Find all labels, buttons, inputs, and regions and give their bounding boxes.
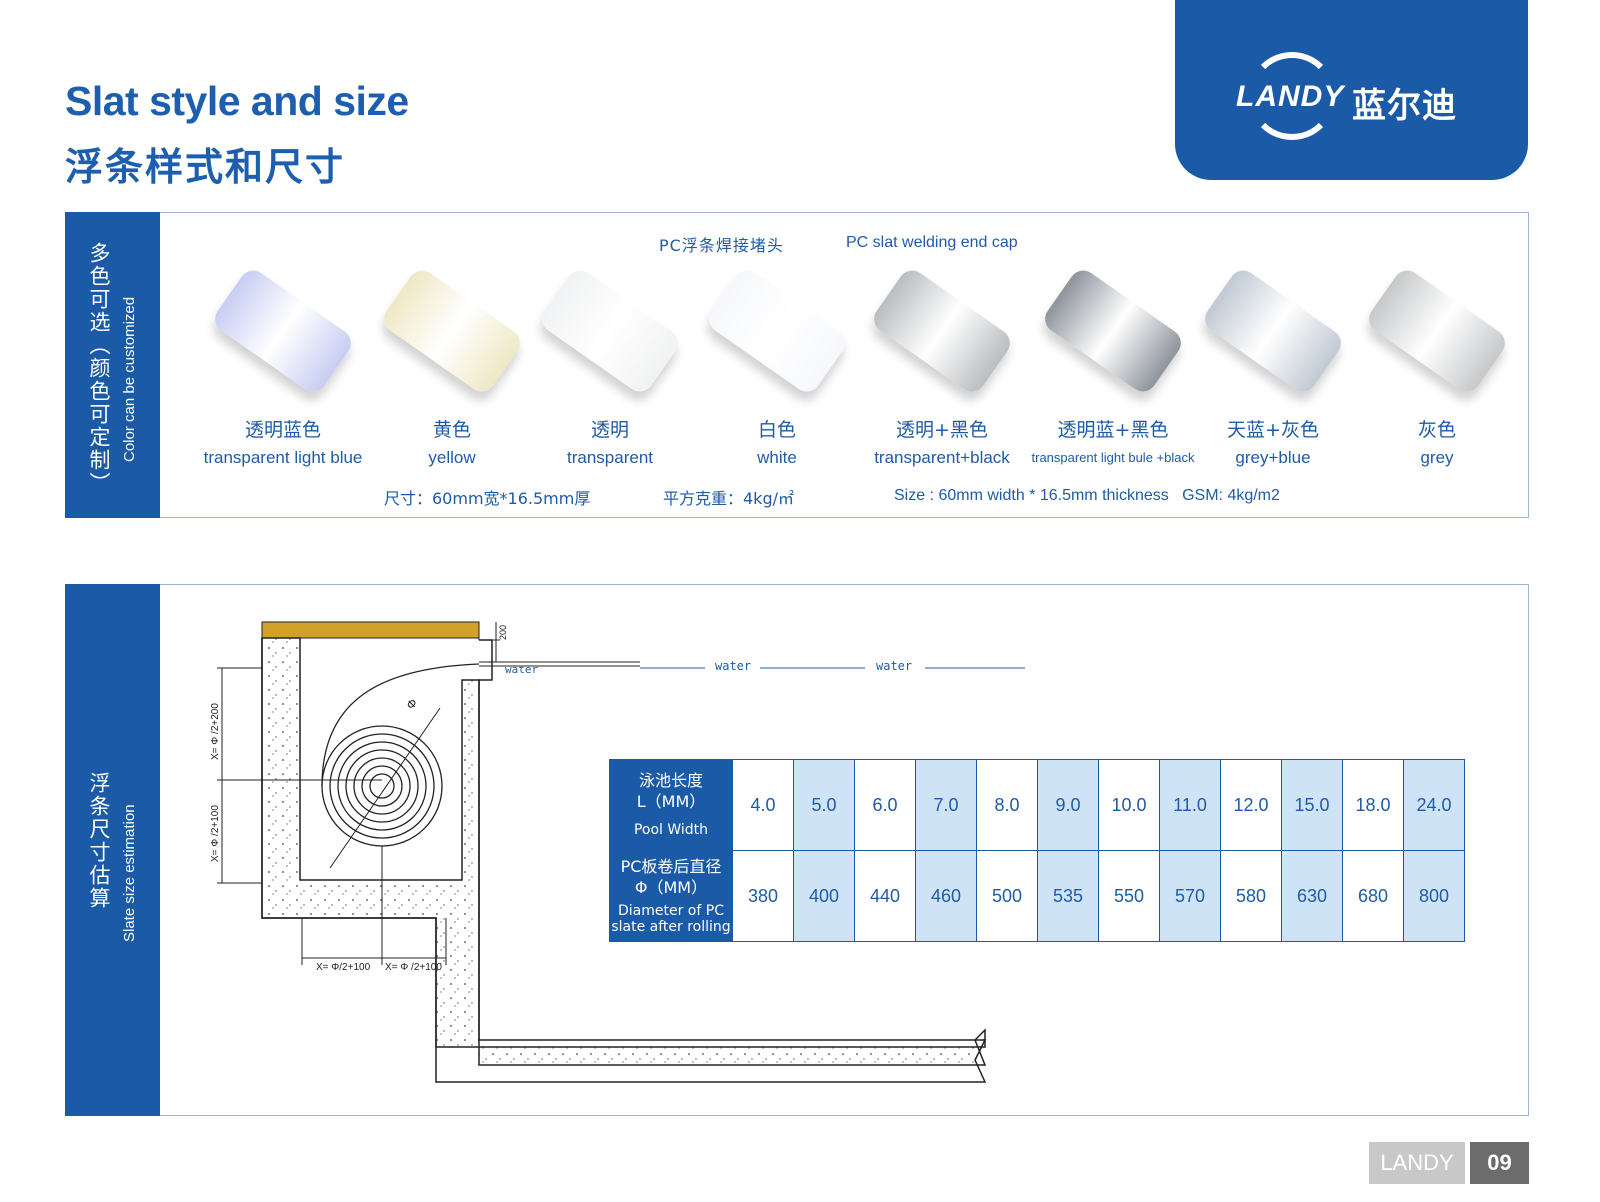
table-cell-diameter: 535 (1037, 850, 1099, 942)
logo-panel (1175, 0, 1528, 180)
slat-label-en: transparent light bule +black (1031, 450, 1195, 465)
water-label-2: water (715, 659, 752, 673)
slat-label: 天蓝+灰色 grey+blue (1173, 415, 1373, 468)
water-label-1: water (505, 663, 539, 676)
slat-label-en: yellow (428, 448, 476, 467)
page-number: 09 (1470, 1142, 1529, 1184)
row-head-diameter-en1: Diameter of PC (618, 902, 724, 919)
page-title-en: Slat style and size (65, 78, 409, 124)
slat-label-en: transparent light blue (203, 448, 363, 467)
logo-wordmark: LANDY (1236, 80, 1345, 113)
table-cell-pool-width: 11.0 (1159, 759, 1221, 851)
color-options-sidebar: 多色可选（颜色可定制） Color can be customized (65, 212, 160, 518)
end-cap-heading-cn: PC浮条焊接堵头 (659, 236, 784, 255)
slat-label-en: transparent (567, 448, 653, 467)
slat-label-cn: 灰色 (1417, 419, 1456, 441)
size-side-cn: 浮条尺寸估算 (87, 772, 111, 910)
spec-size-cn: 尺寸：60mm宽*16.5mm厚 (384, 489, 591, 508)
row-head-pool-width: 泳池长度 L（MM） Pool Width (609, 759, 733, 851)
table-cell-pool-width: 5.0 (793, 759, 855, 851)
slat-label-en: transparent+black (874, 448, 1010, 467)
table-cell-diameter: 630 (1281, 850, 1343, 942)
row-head-pool-width-en: Pool Width (633, 821, 709, 838)
table-cell-diameter: 800 (1403, 850, 1465, 942)
page-title-cn: 浮条样式和尺寸 (65, 145, 346, 189)
spec-gsm-cn: 平方克重：4kg/㎡ (663, 489, 794, 508)
table-cell-pool-width: 8.0 (976, 759, 1038, 851)
spec-en: Size : 60mm width * 16.5mm thickness GSM… (894, 487, 1280, 504)
table-cell-pool-width: 7.0 (915, 759, 977, 851)
table-cell-pool-width: 15.0 (1281, 759, 1343, 851)
dim-left-top-label: X= Φ /2+200 (210, 703, 221, 760)
slat-label-cn: 透明+黑色 (896, 419, 988, 441)
table-cell-diameter: 550 (1098, 850, 1160, 942)
table-cell-pool-width: 4.0 (732, 759, 794, 851)
dim-bottom-1-label: X= Φ/2+100 (316, 962, 371, 973)
table-cell-diameter: 570 (1159, 850, 1221, 942)
color-options-side-cn: 多色可选（颜色可定制） (87, 242, 111, 495)
slat-label: 透明蓝色 transparent light blue (183, 415, 383, 468)
row-head-pool-width-unit: L（MM） (636, 791, 706, 811)
slat-label-en: white (757, 448, 797, 467)
slat-label: 透明+黑色 transparent+black (842, 415, 1042, 468)
row-head-diameter-cn: PC板卷后直径 (620, 857, 722, 877)
row-head-diameter-unit: Φ（MM） (634, 877, 708, 897)
slat-label-en: grey (1420, 448, 1454, 467)
table-row-diameter: PC板卷后直径 Φ（MM） Diameter of PC slate after… (609, 850, 1465, 942)
water-label-3: water (876, 659, 913, 673)
table-cell-diameter: 380 (732, 850, 794, 942)
table-cell-pool-width: 24.0 (1403, 759, 1465, 851)
slat-label: 灰色 grey (1337, 415, 1537, 468)
slat-label-cn: 透明 (590, 419, 629, 441)
slat-label: 黄色 yellow (352, 415, 552, 468)
table-cell-diameter: 440 (854, 850, 916, 942)
slat-label: 白色 white (677, 415, 877, 468)
table-cell-diameter: 400 (793, 850, 855, 942)
table-cell-pool-width: 10.0 (1098, 759, 1160, 851)
table-cell-diameter: 500 (976, 850, 1038, 942)
table-cell-pool-width: 18.0 (1342, 759, 1404, 851)
row-head-diameter-en2: slate after rolling (611, 918, 731, 935)
table-cell-pool-width: 12.0 (1220, 759, 1282, 851)
dim-200-label: 200 (498, 624, 508, 640)
slat-label-cn: 透明蓝+黑色 (1057, 419, 1169, 441)
table-cell-pool-width: 9.0 (1037, 759, 1099, 851)
row-head-pool-width-cn: 泳池长度 (638, 771, 703, 791)
size-estimation-sidebar: 浮条尺寸估算 Slate size estimation (65, 584, 160, 1116)
dim-left-bottom-label: X= Φ /2+100 (210, 805, 221, 862)
slat-label-en: grey+blue (1235, 448, 1311, 467)
slat-label-cn: 透明蓝色 (244, 419, 321, 441)
table-cell-diameter: 460 (915, 850, 977, 942)
table-cell-pool-width: 6.0 (854, 759, 916, 851)
slat-label: 透明蓝+黑色 transparent light bule +black (1013, 415, 1213, 465)
slat-label-cn: 白色 (757, 419, 796, 441)
table-cell-diameter: 680 (1342, 850, 1404, 942)
dim-bottom-2-label: X= Φ /2+100 (385, 962, 442, 973)
logo-ring-icon (1248, 52, 1336, 140)
logo-wordmark-cn: 蓝尔迪 (1352, 86, 1457, 126)
footer-brand: LANDY (1369, 1142, 1465, 1184)
slat-label-cn: 黄色 (432, 419, 471, 441)
row-head-diameter: PC板卷后直径 Φ（MM） Diameter of PC slate after… (609, 850, 733, 942)
slat-label: 透明 transparent (510, 415, 710, 468)
end-cap-heading-en: PC slat welding end cap (846, 234, 1018, 251)
slat-label-cn: 天蓝+灰色 (1227, 419, 1319, 441)
table-cell-diameter: 580 (1220, 850, 1282, 942)
